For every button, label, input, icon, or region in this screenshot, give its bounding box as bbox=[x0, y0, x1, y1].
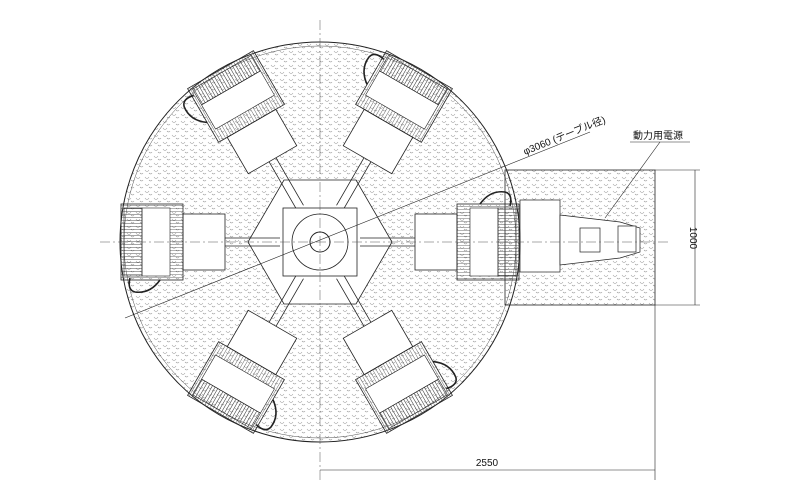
power-unit-area bbox=[504, 169, 656, 306]
power-supply-label: 動力用電源 bbox=[633, 129, 683, 142]
dimension-width: 2550 bbox=[476, 458, 499, 469]
center-lines bbox=[100, 20, 670, 480]
table-diameter-label: φ3060 (テーブル径) bbox=[521, 113, 607, 158]
dimension-lines bbox=[124, 131, 700, 480]
dimension-height: 1000 bbox=[687, 227, 698, 250]
